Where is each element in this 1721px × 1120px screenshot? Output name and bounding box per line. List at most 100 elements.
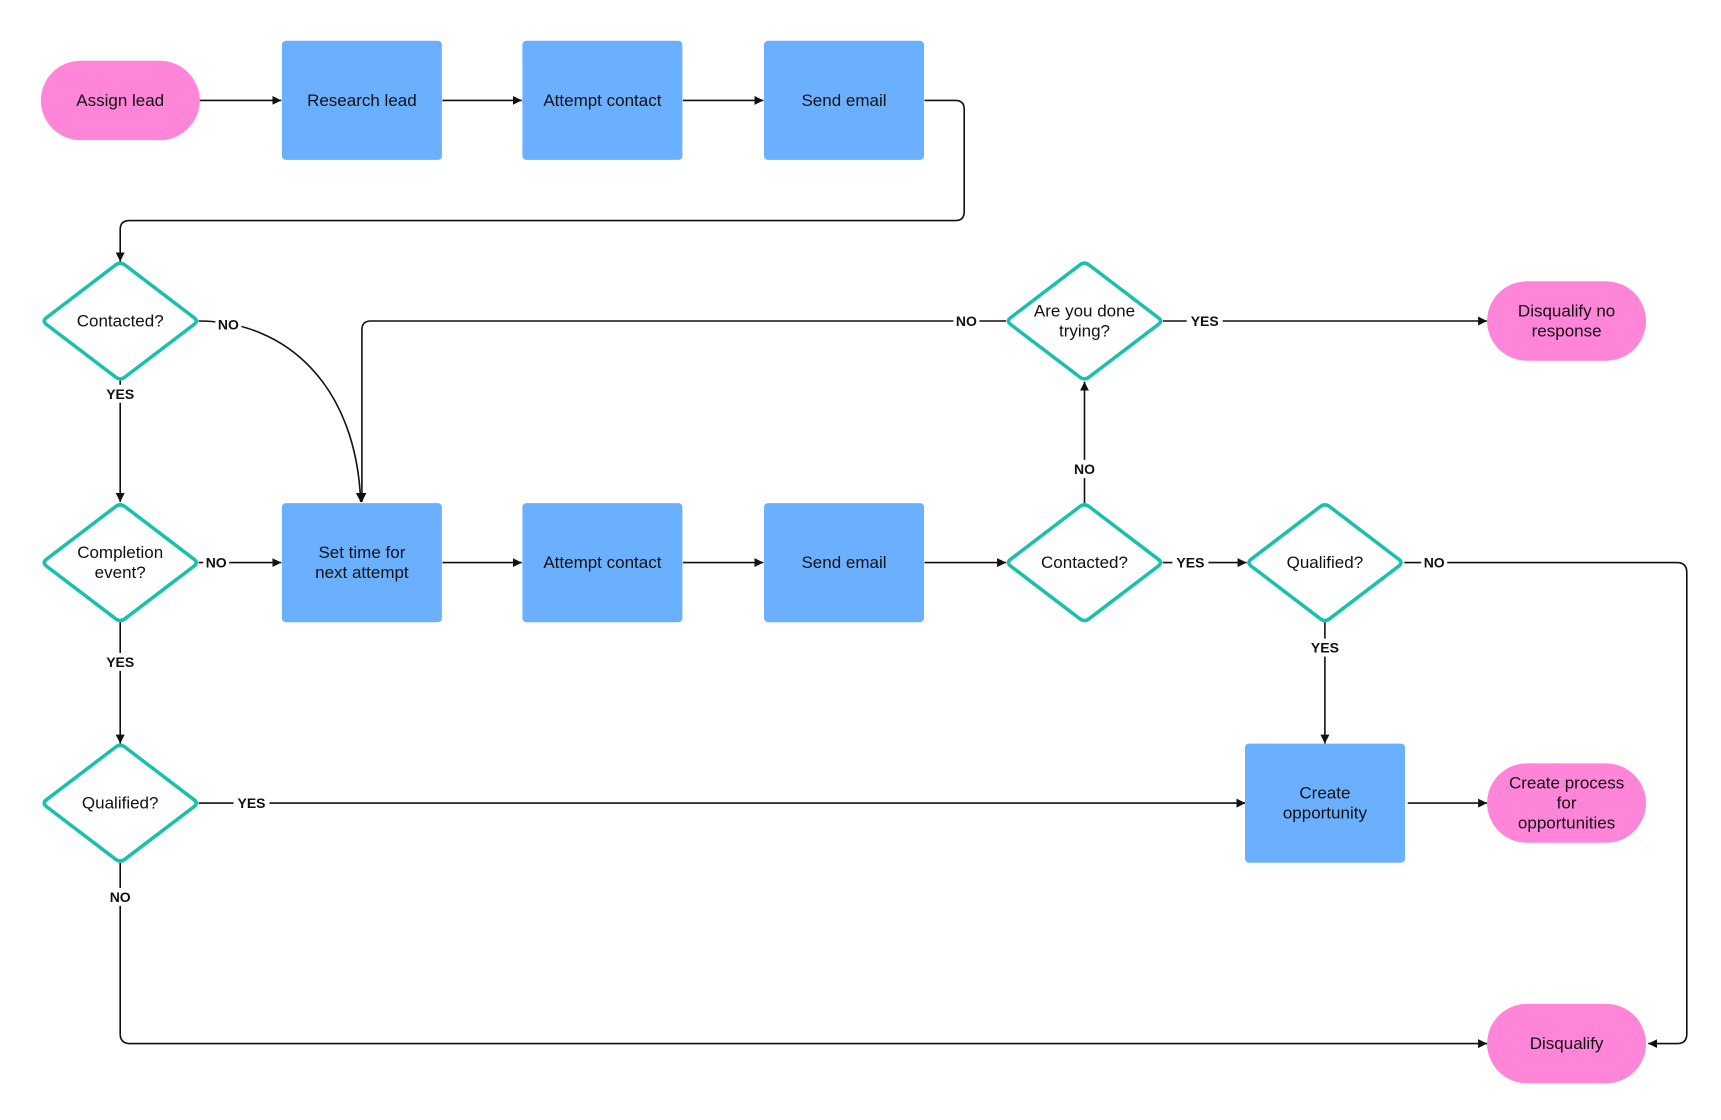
node-label-line: Assign lead xyxy=(76,91,164,110)
connector-done-trying-to-set-time xyxy=(357,320,1007,502)
edge-label-text: NO xyxy=(956,313,977,329)
node-label: Attempt contact xyxy=(543,553,661,572)
terminal-assign-lead[interactable]: Assign lead xyxy=(40,60,200,141)
process-send-email-1[interactable]: Send email xyxy=(764,40,924,160)
edge-label-text: YES xyxy=(106,654,134,670)
process-shape xyxy=(764,40,924,160)
node-label: Qualified? xyxy=(82,794,159,813)
decision-shape xyxy=(1006,261,1163,381)
terminal-disqualify[interactable]: Disqualify xyxy=(1487,1003,1646,1084)
edge-label-no: NO xyxy=(953,312,980,330)
edge-label-yes: YES xyxy=(233,794,270,813)
node-label: Send email xyxy=(801,91,886,110)
node-label-line: event? xyxy=(95,563,146,582)
decision-qualified-2[interactable]: Qualified? xyxy=(1247,503,1403,623)
decision-contacted-1[interactable]: Contacted? xyxy=(42,261,199,381)
terminal-shape xyxy=(1487,1003,1646,1084)
node-label: Send email xyxy=(801,553,886,572)
node-label-line: Contacted? xyxy=(77,312,164,331)
edge-label-background xyxy=(102,384,139,403)
edge-label-yes: YES xyxy=(102,652,139,671)
node-label: Disqualify xyxy=(1530,1034,1604,1053)
edge-label-background xyxy=(1421,553,1448,572)
node-label: Research lead xyxy=(307,91,417,110)
decision-shape xyxy=(1247,503,1403,623)
node-label: Qualified? xyxy=(1287,553,1364,572)
decision-shape xyxy=(42,261,199,381)
connector-send-email-1-to-contacted-1 xyxy=(115,99,965,262)
edge-label-background xyxy=(1071,459,1098,478)
edge-label-background xyxy=(107,887,134,906)
process-shape xyxy=(522,40,683,160)
node-label: Assign lead xyxy=(76,91,164,110)
node-label-line: Disqualify xyxy=(1530,1034,1604,1053)
process-shape xyxy=(764,503,924,623)
decision-contacted-2[interactable]: Contacted? xyxy=(1006,503,1163,623)
node-label-line: Qualified? xyxy=(82,794,159,813)
connector-qualified-1-to-disqualify xyxy=(119,862,1488,1049)
edge-labels-layer: NO YES NO YES NO YES NO YES NO YES YES NO xyxy=(102,312,1448,906)
edge-label-text: YES xyxy=(1176,555,1204,571)
node-label-line: Create process xyxy=(1509,774,1624,793)
node-label-line: Disqualify no xyxy=(1518,302,1615,321)
process-attempt-contact-2[interactable]: Attempt contact xyxy=(522,503,683,623)
process-send-email-2[interactable]: Send email xyxy=(764,503,924,623)
terminal-shape xyxy=(40,60,200,141)
connector-qualified-2-to-disqualify xyxy=(1404,561,1688,1049)
node-label: Contacted? xyxy=(77,312,164,331)
edge-label-text: NO xyxy=(206,555,227,571)
node-label-line: opportunity xyxy=(1283,804,1368,823)
decision-shape xyxy=(42,503,199,623)
process-research-lead[interactable]: Research lead xyxy=(281,40,442,160)
node-label-line: Completion xyxy=(77,543,163,562)
process-shape xyxy=(522,503,683,623)
node-label-line: response xyxy=(1532,322,1602,341)
process-shape xyxy=(281,40,442,160)
edge-label-text: NO xyxy=(110,889,131,905)
connector-contacted-1-to-set-time xyxy=(198,320,365,503)
node-label-line: Contacted? xyxy=(1041,553,1128,572)
edge-label-text: NO xyxy=(1424,555,1445,571)
terminal-shape xyxy=(1487,281,1646,361)
node-label-line: Send email xyxy=(801,553,886,572)
edge-label-yes: YES xyxy=(1306,638,1343,657)
process-shape xyxy=(281,503,442,623)
node-label-line: for xyxy=(1557,794,1577,813)
edge-label-background xyxy=(953,312,980,330)
edge-label-background xyxy=(102,652,139,671)
edge-label-yes: YES xyxy=(102,384,139,403)
edge-label-background xyxy=(1172,553,1209,572)
edge-label-background xyxy=(203,553,230,572)
node-label-line: Send email xyxy=(801,91,886,110)
edge-label-yes: YES xyxy=(1186,312,1223,330)
node-label-line: Create xyxy=(1299,784,1350,803)
edge-label-background xyxy=(233,794,270,813)
edge-label-text: YES xyxy=(106,386,134,402)
edge-label-no: NO xyxy=(1071,459,1098,478)
decision-shape xyxy=(1006,503,1163,623)
node-label-line: opportunities xyxy=(1518,814,1615,833)
decision-qualified-1[interactable]: Qualified? xyxy=(42,743,199,863)
edge-label-text: NO xyxy=(1074,461,1095,477)
edge-label-text: NO xyxy=(218,316,239,332)
edge-label-background xyxy=(1186,312,1223,330)
edge-label-no: NO xyxy=(215,315,242,334)
node-label-line: Qualified? xyxy=(1287,553,1364,572)
node-label-line: Are you done xyxy=(1034,302,1135,321)
node-label-line: Attempt contact xyxy=(543,91,661,110)
edge-label-no: NO xyxy=(203,553,230,572)
process-attempt-contact-1[interactable]: Attempt contact xyxy=(522,40,683,160)
